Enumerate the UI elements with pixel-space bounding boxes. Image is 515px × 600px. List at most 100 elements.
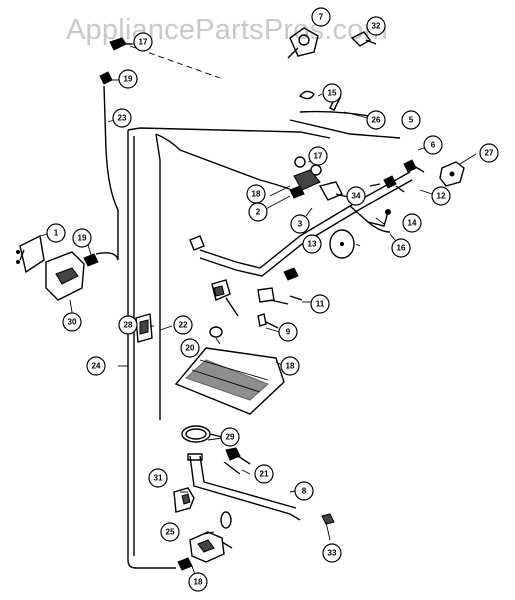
callout-8: 8 (294, 481, 314, 501)
svg-text:31: 31 (154, 474, 163, 483)
callout-16: 16 (391, 238, 411, 258)
part-14-tube (349, 205, 389, 227)
svg-text:6: 6 (431, 141, 436, 150)
svg-text:15: 15 (328, 89, 337, 98)
svg-text:24: 24 (92, 362, 101, 371)
callout-12: 12 (431, 186, 451, 206)
svg-text:34: 34 (352, 192, 361, 201)
svg-text:19: 19 (124, 75, 133, 84)
svg-text:16: 16 (397, 244, 406, 253)
svg-text:30: 30 (68, 318, 77, 327)
part-18-bottom-fitting (177, 557, 193, 571)
svg-text:20: 20 (186, 344, 195, 353)
callout-24: 24 (86, 356, 106, 376)
callout-21: 21 (254, 464, 274, 484)
callout-30: 30 (62, 312, 82, 332)
callout-22: 22 (173, 315, 193, 335)
part-6-valves (369, 159, 425, 193)
part-8-pilot-tube-inner (199, 455, 297, 509)
part-17-top-fitting (109, 37, 132, 51)
part-29-igniter-wire (181, 425, 227, 443)
svg-text:1: 1 (54, 229, 59, 238)
part-32-fitting (350, 31, 377, 47)
part-24-tube (127, 130, 176, 569)
part-27-fitting (439, 161, 465, 187)
part-9-fitting (257, 313, 279, 329)
part-21-fitting (223, 447, 251, 475)
callout-18-bottom: 18 (188, 572, 208, 592)
part-20-ring (209, 326, 223, 338)
svg-text:26: 26 (372, 116, 381, 125)
burner-manifold-lower (199, 179, 413, 277)
callout-32: 32 (366, 16, 386, 36)
svg-text:21: 21 (260, 470, 269, 479)
svg-text:17: 17 (139, 38, 148, 47)
part-22-tube (155, 133, 161, 420)
svg-text:2: 2 (256, 208, 261, 217)
part-23-tube (95, 85, 119, 261)
svg-text:22: 22 (179, 321, 188, 330)
callout-14: 14 (402, 213, 422, 233)
part-15-clip (298, 90, 315, 100)
svg-text:18: 18 (286, 362, 295, 371)
svg-text:25: 25 (166, 528, 175, 537)
callout-18-left: 18 (246, 184, 266, 204)
svg-text:9: 9 (286, 328, 291, 337)
top-gas-tube (127, 127, 331, 139)
callout-20: 20 (180, 338, 200, 358)
svg-text:13: 13 (308, 240, 317, 249)
svg-text:8: 8 (302, 487, 307, 496)
burner-manifold (199, 171, 411, 269)
callout-9: 9 (278, 322, 298, 342)
part-19-lower-fitting (83, 253, 99, 267)
callout-7: 7 (311, 7, 331, 27)
svg-text:18: 18 (194, 578, 203, 587)
svg-text:27: 27 (485, 149, 494, 158)
part-8-tip (187, 453, 203, 461)
callout-18-shield: 18 (280, 356, 300, 376)
callout-31: 31 (148, 468, 168, 488)
burner-left-fittings (189, 235, 239, 317)
callout-23: 23 (112, 108, 132, 128)
part-13-disc (329, 229, 355, 259)
svg-text:11: 11 (316, 300, 325, 309)
part-22-upper-tube (155, 133, 301, 195)
part-13-center (340, 242, 344, 246)
callout-26: 26 (366, 110, 386, 130)
part-30-regulator (45, 251, 85, 301)
svg-text:23: 23 (118, 114, 127, 123)
part-16-wire (367, 221, 391, 233)
svg-text:33: 33 (328, 549, 337, 558)
callout-19: 19 (118, 69, 138, 89)
callout-1: 1 (46, 223, 66, 243)
part-11-valves (257, 267, 303, 305)
part-25-valve (189, 511, 233, 563)
part-31-block (173, 487, 195, 513)
callout-28: 28 (118, 315, 138, 335)
part-18-heat-shield (174, 347, 285, 415)
svg-text:3: 3 (298, 220, 303, 229)
part-7-valve (287, 27, 319, 59)
callout-33: 33 (322, 543, 342, 563)
part-33-clip (321, 513, 335, 525)
part-26-tube (289, 119, 401, 139)
callout-25: 25 (160, 522, 180, 542)
svg-text:29: 29 (226, 433, 235, 442)
callout-3: 3 (290, 214, 310, 234)
callout-2: 2 (248, 202, 268, 222)
svg-text:5: 5 (409, 116, 414, 125)
callout-6: 6 (423, 135, 443, 155)
svg-text:19: 19 (78, 234, 87, 243)
part-8-pilot-tube (189, 455, 301, 521)
callout-5: 5 (401, 110, 421, 130)
part-17-valve-cluster (289, 156, 353, 201)
callout-27: 27 (479, 143, 499, 163)
callout-34: 34 (346, 186, 366, 206)
svg-text:14: 14 (408, 219, 417, 228)
svg-text:32: 32 (372, 22, 381, 31)
part-19-fitting (99, 71, 113, 85)
part-16-tip (385, 209, 391, 215)
callout-29: 29 (220, 427, 240, 447)
svg-text:12: 12 (437, 192, 446, 201)
